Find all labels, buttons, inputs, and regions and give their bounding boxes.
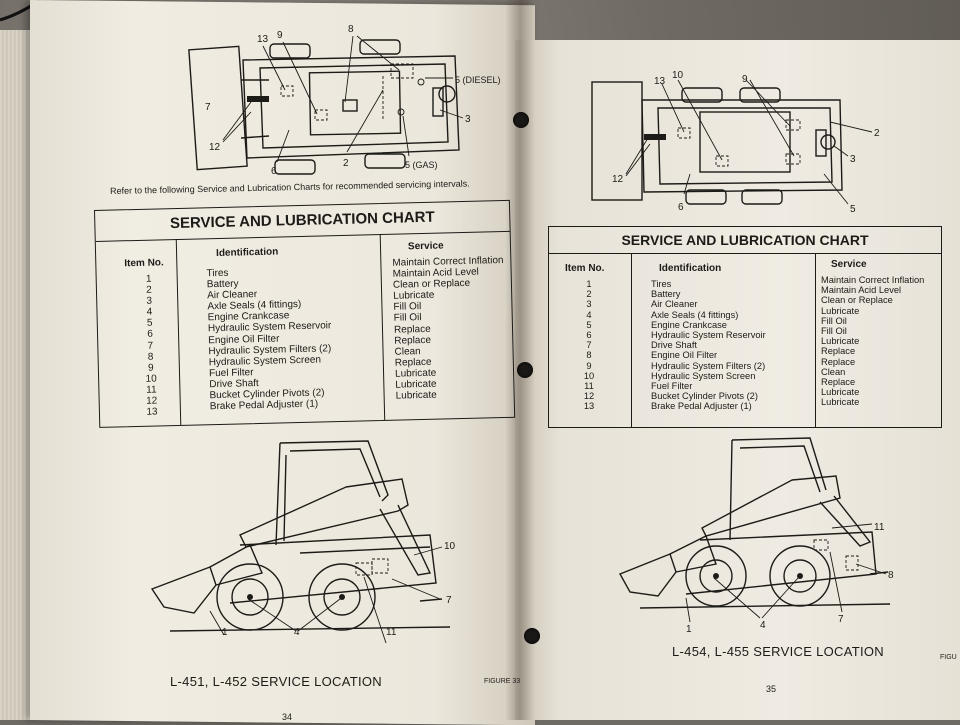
column-divider [175,238,182,425]
left-col-service-header: Service [407,240,444,253]
label-8: 8 [348,24,354,35]
label-3: 3 [850,154,856,165]
label-5-gas: 5 (GAS) [405,160,438,170]
left-loader-side-view: 10 7 1 4 11 [150,440,456,644]
label-12: 12 [209,142,221,153]
left-col-item-header: Item No. [124,257,164,270]
label-3: 3 [465,114,471,125]
left-identifications: Tires Battery Air Cleaner Axle Seals (4 … [206,267,332,413]
left-top-view-diagram: 13 9 8 5 (DIESEL) 3 7 12 6 2 5 (GAS) [188,24,501,177]
label-10: 10 [672,70,684,81]
right-identifications: Tires Battery Air Cleaner Axle Seals (4 … [651,279,766,412]
binder-hole [517,362,533,378]
right-figure-label: FIGU [940,654,957,661]
binder-hole [513,112,529,128]
label-5: 5 [850,204,856,215]
right-col-item-header: Item No. [565,263,605,274]
label-1: 1 [686,624,692,635]
label-1: 1 [222,627,228,638]
label-2: 2 [874,128,880,139]
left-page-number: 34 [282,712,293,722]
right-item-numbers: 1 2 3 4 5 6 7 8 9 10 11 12 13 [583,279,595,412]
label-9: 9 [742,74,748,85]
right-top-view-diagram: 13 10 9 2 3 12 6 5 [591,70,880,215]
label-4: 4 [760,620,766,631]
label-7: 7 [446,595,452,606]
column-divider [815,253,816,427]
right-col-ident-header: Identification [659,263,722,274]
label-7: 7 [838,614,844,625]
label-5-diesel: 5 (DIESEL) [455,75,501,85]
right-loader-side-view: 11 8 1 4 7 [619,437,894,635]
label-4: 4 [294,627,300,638]
label-10: 10 [444,541,456,552]
left-caption: L-451, L-452 SERVICE LOCATION [170,674,382,689]
left-item-numbers: 1 2 3 4 5 6 7 8 9 10 11 12 13 [145,273,158,418]
right-services: Maintain Correct Inflation Maintain Acid… [821,275,925,408]
label-2: 2 [343,158,349,169]
label-11: 11 [874,522,885,533]
label-11: 11 [386,627,397,638]
label-8: 8 [888,570,894,581]
label-7: 7 [205,102,211,113]
column-divider [379,234,386,420]
label-6: 6 [678,202,684,213]
right-caption: L-454, L-455 SERVICE LOCATION [672,644,884,659]
label-12: 12 [612,174,624,185]
left-service-chart: SERVICE AND LUBRICATION CHART Item No. I… [94,199,516,428]
label-9: 9 [277,30,283,41]
right-service-chart: SERVICE AND LUBRICATION CHART Item No. I… [548,226,942,428]
left-figure-label: FIGURE 33 [484,678,521,685]
right-col-service-header: Service [831,259,867,270]
column-divider [631,253,632,427]
left-col-ident-header: Identification [215,246,279,260]
binder-hole [524,628,540,644]
right-page-number: 35 [766,684,777,694]
right-chart-title: SERVICE AND LUBRICATION CHART [549,227,941,254]
left-services: Maintain Correct Inflation Maintain Acid… [392,255,504,402]
label-13: 13 [257,34,269,45]
label-13: 13 [654,76,666,87]
label-6: 6 [271,166,277,177]
